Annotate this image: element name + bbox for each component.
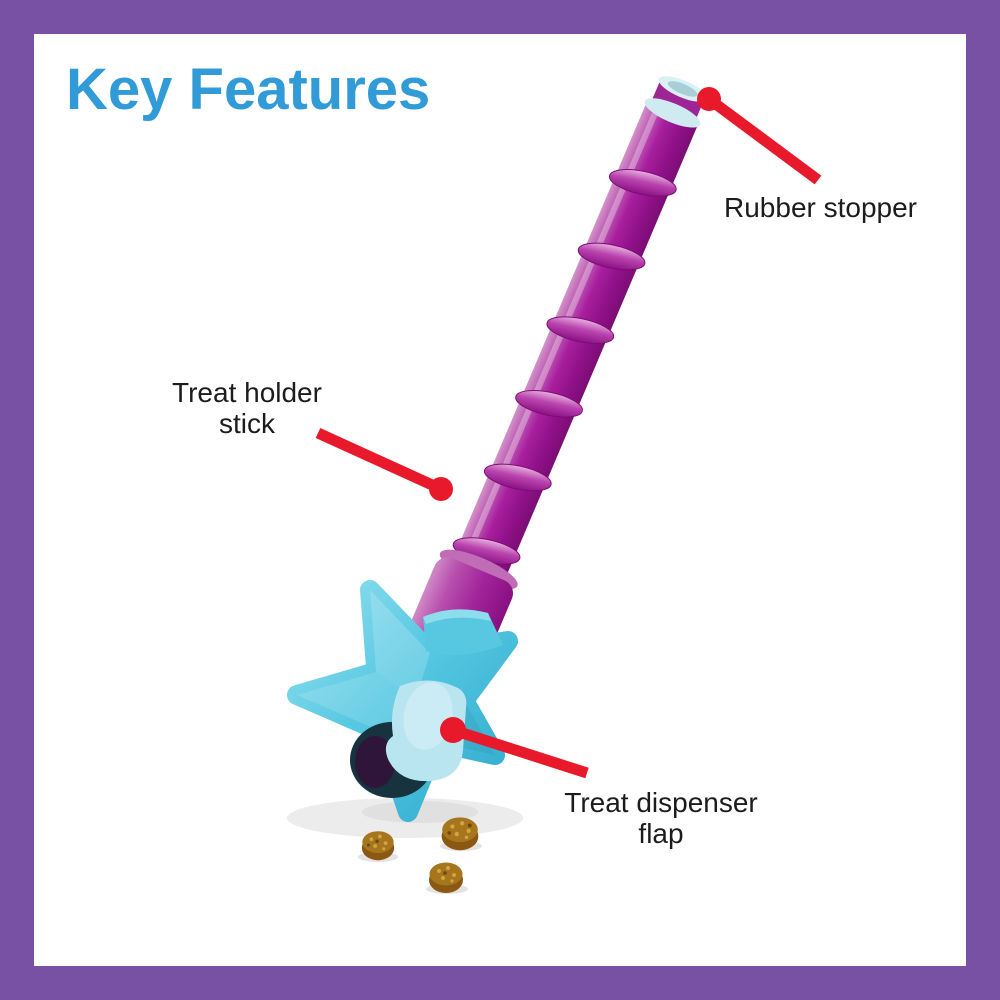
callout-dot-treat-dispenser-flap xyxy=(440,717,466,743)
treat-kibble xyxy=(429,862,463,893)
stick-spiral-ridges xyxy=(452,169,677,565)
page-title: Key Features xyxy=(66,57,431,122)
ground-shadows xyxy=(287,798,523,894)
treat-kibble xyxy=(441,817,479,851)
treat-holder-stick-graphic xyxy=(409,76,707,668)
callout-line-rubber-stopper xyxy=(705,94,822,185)
callout-lines xyxy=(315,87,822,779)
treat-dispenser-flap-graphic xyxy=(385,680,467,782)
dispenser-opening xyxy=(350,722,434,798)
stick-socket-collar xyxy=(423,609,503,655)
treat-kibble xyxy=(361,831,395,861)
callout-dot-treat-holder-stick xyxy=(429,477,453,501)
callout-label-treat-holder-stick: Treat holder stick xyxy=(172,377,322,439)
treat-kibble-group xyxy=(361,817,479,893)
callout-dot-rubber-stopper xyxy=(697,87,721,111)
star-base-graphic xyxy=(287,580,518,822)
rubber-stopper-graphic xyxy=(644,76,707,128)
callout-label-treat-dispenser-flap: Treat dispenser flap xyxy=(564,787,758,849)
callout-line-treat-holder-stick xyxy=(315,427,444,495)
callout-line-treat-dispenser-flap xyxy=(451,724,589,779)
callout-label-rubber-stopper: Rubber stopper xyxy=(724,192,918,223)
